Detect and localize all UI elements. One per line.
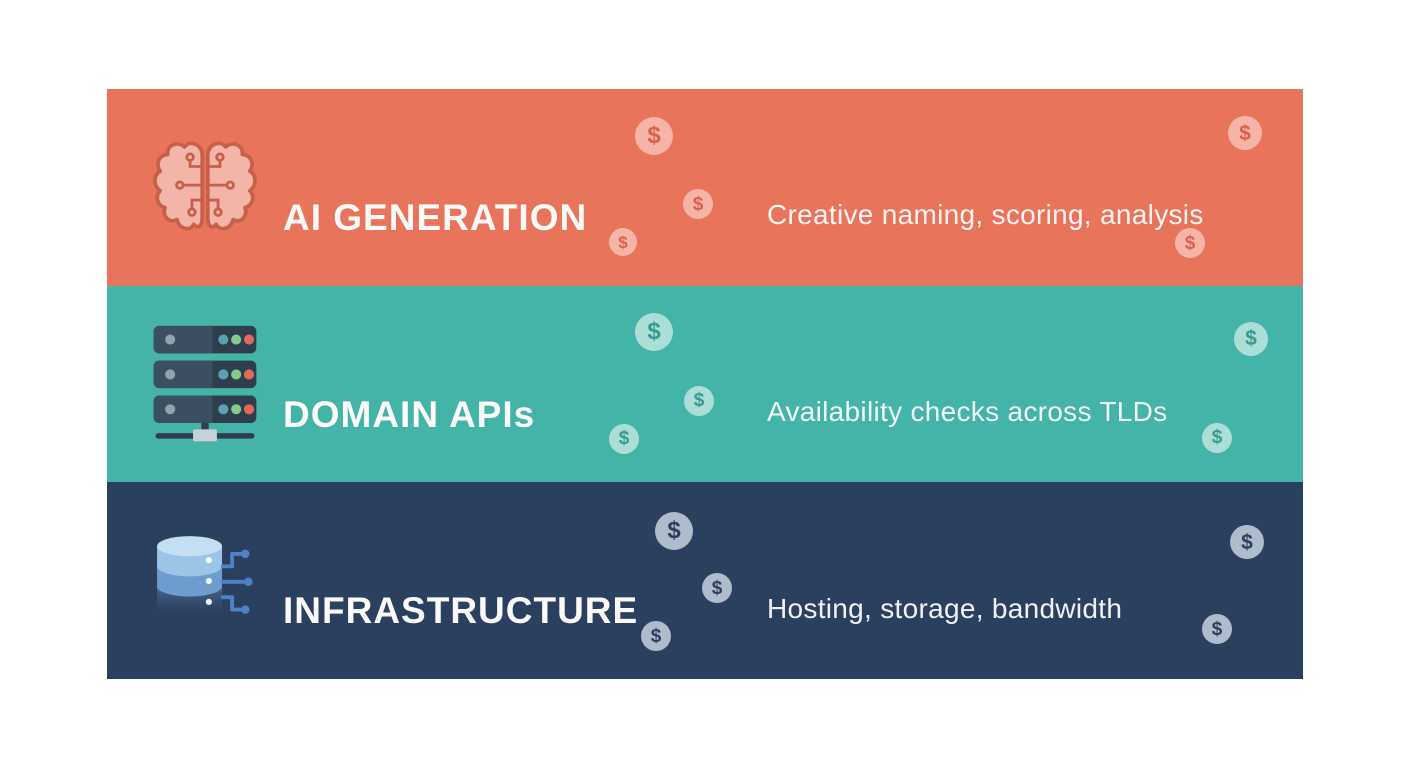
database-network-icon: [147, 518, 263, 644]
dollar-coin: $: [655, 512, 693, 551]
dollar-coin: $: [609, 423, 639, 454]
dollar-sign: $: [618, 428, 630, 450]
band-title: INFRASTRUCTURE: [283, 590, 639, 632]
dollar-sign: $: [667, 517, 681, 545]
band-ai-generation: AI GENERATION Creative naming, scoring, …: [107, 89, 1303, 286]
dollar-sign: $: [711, 577, 723, 599]
dollar-sign: $: [1239, 121, 1251, 145]
dollar-sign: $: [647, 122, 661, 149]
band-title: DOMAIN APIs: [283, 393, 536, 435]
dollar-sign: $: [1245, 327, 1257, 351]
dollar-sign: $: [618, 232, 628, 252]
dollar-coin: $: [683, 189, 713, 219]
dollar-coin: $: [684, 385, 714, 416]
dollar-coin: $: [1230, 525, 1264, 560]
brain-circuit-icon: [147, 124, 263, 250]
dollar-sign: $: [1211, 618, 1223, 640]
dollar-coin: $: [635, 312, 673, 351]
band-domain-apis: DOMAIN APIs Availability checks across T…: [107, 285, 1303, 483]
band-description: Hosting, storage, bandwidth: [767, 592, 1123, 624]
dollar-coin: $: [635, 117, 673, 155]
dollar-coin: $: [1228, 116, 1262, 150]
dollar-coin: $: [1202, 614, 1232, 645]
dollar-sign: $: [647, 317, 661, 345]
dollar-coin: $: [702, 573, 732, 604]
dollar-sign: $: [1184, 232, 1196, 254]
dollar-sign: $: [1211, 427, 1223, 449]
dollar-coin: $: [1202, 422, 1232, 453]
band-description: Creative naming, scoring, analysis: [767, 199, 1204, 231]
band-infrastructure: INFRASTRUCTURE Hosting, storage, bandwid…: [107, 482, 1303, 680]
dollar-coin: $: [609, 228, 637, 256]
dollar-sign: $: [650, 625, 662, 647]
dollar-sign: $: [1241, 530, 1253, 554]
dollar-coin: $: [1175, 228, 1205, 258]
dollar-sign: $: [693, 390, 705, 412]
band-title: AI GENERATION: [283, 197, 588, 239]
dollar-sign: $: [692, 193, 704, 215]
band-description: Availability checks across TLDs: [767, 396, 1168, 427]
dollar-coin: $: [641, 621, 671, 652]
cost-categories-banner: AI GENERATION Creative naming, scoring, …: [107, 89, 1303, 680]
dollar-coin: $: [1234, 321, 1268, 356]
server-stack-icon: [147, 321, 263, 447]
